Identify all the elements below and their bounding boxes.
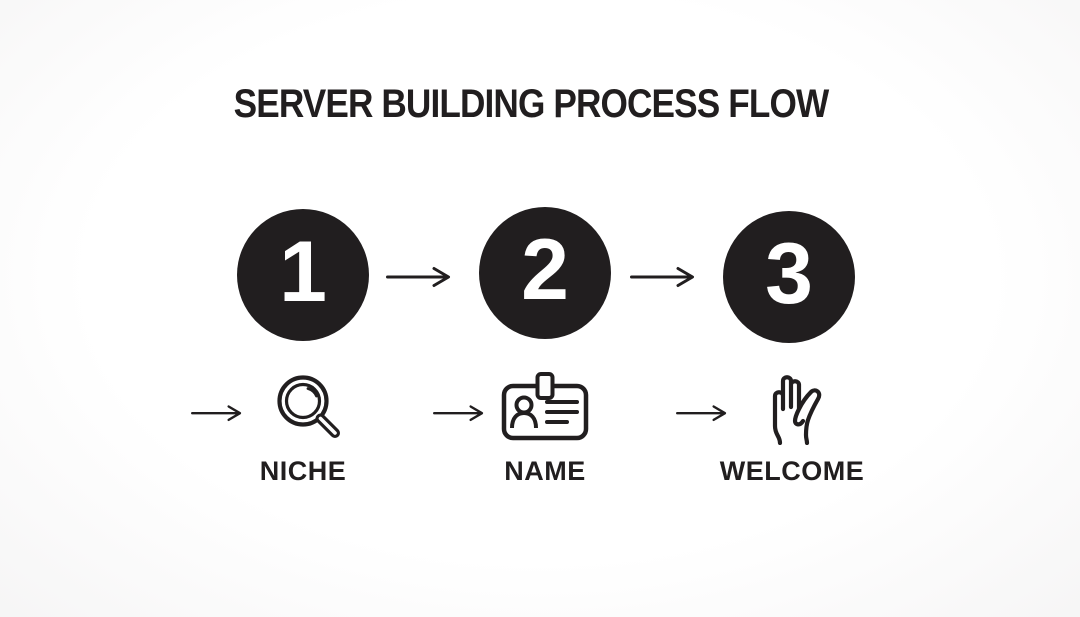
step-2-circle: 2 bbox=[479, 207, 611, 339]
right-arrow-icon bbox=[386, 267, 450, 287]
id-badge-icon bbox=[501, 372, 589, 441]
waving-hand-icon bbox=[772, 375, 822, 445]
right-arrow-icon bbox=[191, 405, 242, 422]
step-1-label: NICHE bbox=[259, 456, 347, 486]
magnifier-search-icon bbox=[277, 375, 340, 438]
diagram-title: SERVER BUILDING PROCESS FLOW bbox=[233, 82, 830, 126]
step-2-label: NAME bbox=[504, 456, 586, 486]
right-arrow-icon bbox=[630, 267, 694, 287]
right-arrow-icon bbox=[433, 405, 484, 422]
step-3-label: WELCOME bbox=[719, 456, 865, 486]
step-1-number: 1 bbox=[279, 224, 327, 320]
step-3-number: 3 bbox=[765, 226, 813, 322]
step-2-number: 2 bbox=[521, 222, 569, 318]
right-arrow-icon bbox=[676, 405, 727, 422]
step-3-circle: 3 bbox=[723, 211, 855, 343]
step-1-circle: 1 bbox=[237, 209, 369, 341]
